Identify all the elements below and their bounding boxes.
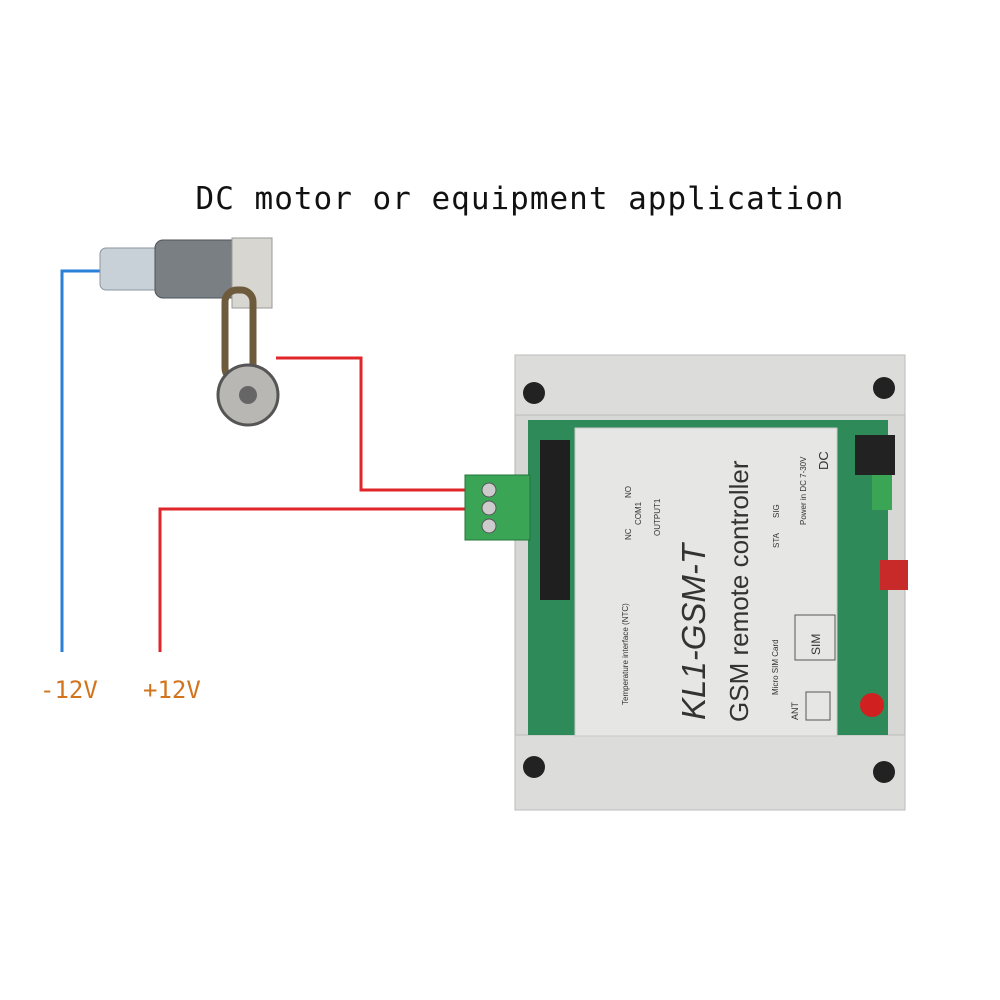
negative-wire <box>60 269 100 652</box>
device-subtitle: GSM remote controller <box>724 460 754 722</box>
relay-pin-no: NO <box>624 486 633 498</box>
dc-motor-image <box>99 237 280 427</box>
output-label: OUTPUT1 <box>653 498 662 536</box>
gsm-controller-device <box>514 354 908 811</box>
sim-card-label: Micro SIM Card <box>771 639 780 695</box>
negative-voltage-label: -12V <box>40 676 98 704</box>
antenna-label: ANT <box>790 701 800 720</box>
dc-label: DC <box>816 451 831 470</box>
relay-pin-com1: COM1 <box>634 501 643 525</box>
positive-wire-motor <box>276 356 472 492</box>
power-label: Power in DC 7-30V <box>799 456 808 525</box>
status-led-sta: STA <box>772 532 781 548</box>
sim-slot-outline <box>794 614 836 661</box>
temperature-label: Temperature interface (NTC) <box>621 603 630 705</box>
relay-pin-nc: NC <box>624 528 633 540</box>
sim-label: SIM <box>809 634 823 655</box>
device-model: KL1-GSM-T <box>675 541 712 720</box>
diagram-title: DC motor or equipment application <box>196 181 845 217</box>
positive-voltage-label: +12V <box>143 676 201 704</box>
antenna-port-icon <box>805 691 831 721</box>
status-led-sig: SIG <box>772 504 781 518</box>
positive-wire-supply <box>158 507 472 652</box>
output-terminal-block[interactable] <box>464 474 531 541</box>
